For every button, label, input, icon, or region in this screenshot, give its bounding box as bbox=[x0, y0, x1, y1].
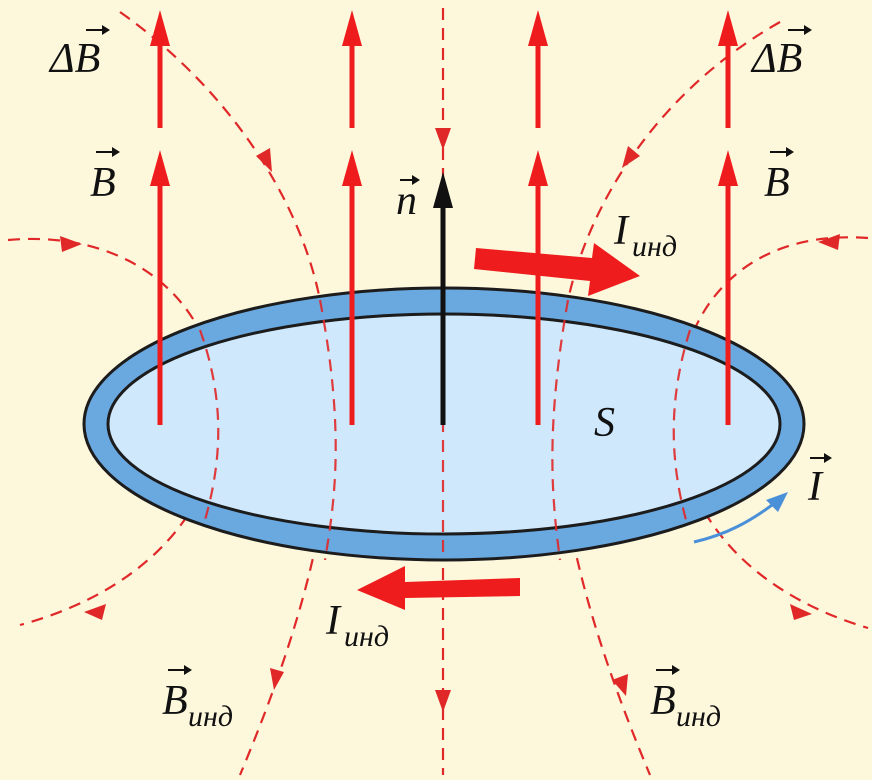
external-field-arrows bbox=[150, 10, 738, 425]
current-text: I bbox=[807, 464, 824, 510]
b-arrowhead-1-upper bbox=[150, 10, 170, 46]
b-ind-left-subscript: инд bbox=[188, 700, 233, 733]
b-arrowhead-4-lower bbox=[718, 150, 738, 186]
label-delta-b-right: ΔB bbox=[750, 25, 812, 82]
label-current: I bbox=[807, 453, 832, 510]
label-b-ind-left: B инд bbox=[162, 665, 233, 733]
arrowhead-left-outer-bottom bbox=[84, 604, 106, 620]
induced-current-arrows bbox=[357, 243, 640, 610]
b-arrowhead-4-upper bbox=[718, 10, 738, 46]
vector-tip-delta-b-right bbox=[804, 25, 812, 35]
label-b-right: B bbox=[764, 147, 794, 206]
arrowhead-right-inner-top bbox=[622, 146, 640, 168]
area-s-label: S bbox=[594, 400, 615, 446]
label-i-ind-bottom: I инд bbox=[325, 598, 389, 653]
current-direction-arrow bbox=[693, 500, 777, 544]
label-b-ind-right: B инд bbox=[650, 665, 721, 733]
label-normal: n bbox=[396, 175, 420, 224]
b-arrowhead-2-lower bbox=[342, 150, 362, 186]
arrowhead-left-inner-top bbox=[256, 148, 272, 172]
b-arrowhead-1-lower bbox=[150, 150, 170, 186]
arrowhead-left-outer-top bbox=[60, 236, 82, 252]
i-ind-bottom-subscript: инд bbox=[344, 620, 389, 653]
i-ind-top-subscript: инд bbox=[632, 230, 677, 263]
induced-field-arrowheads bbox=[60, 128, 840, 712]
through-ring-left-inner bbox=[318, 299, 337, 561]
b-arrowhead-3-upper bbox=[528, 10, 548, 46]
through-ring-right-outer bbox=[672, 329, 692, 521]
vector-tip-b-left bbox=[112, 147, 120, 157]
b-ind-right-subscript: инд bbox=[676, 700, 721, 733]
vector-tip-b-right bbox=[786, 147, 794, 157]
vector-tip-b-ind-right bbox=[672, 665, 680, 675]
induced-current-arrow-top bbox=[474, 243, 640, 296]
arrowhead-center-top bbox=[435, 128, 451, 150]
arrowhead-right-outer-bottom bbox=[790, 604, 812, 620]
current-direction-arrowhead bbox=[766, 492, 788, 512]
b-ind-right-text: B bbox=[650, 678, 676, 724]
i-ind-bottom-text: I bbox=[325, 598, 342, 644]
vector-tip-n bbox=[412, 175, 420, 185]
through-ring-right-inner bbox=[551, 299, 570, 561]
b-arrowhead-2-upper bbox=[342, 10, 362, 46]
vector-tip-i bbox=[824, 453, 832, 463]
delta-b-right-text: ΔB bbox=[750, 36, 802, 82]
b-ind-left-text: B bbox=[162, 678, 188, 724]
normal-vector-arrow bbox=[433, 172, 453, 425]
delta-b-left-text: ΔB bbox=[48, 36, 100, 82]
arrowhead-right-inner-bottom bbox=[612, 674, 628, 696]
arrowhead-right-outer-top bbox=[818, 234, 840, 250]
label-delta-b-left: ΔB bbox=[48, 25, 110, 82]
b-arrowhead-3-lower bbox=[528, 150, 548, 186]
normal-text: n bbox=[396, 178, 417, 224]
vector-tip-delta-b-left bbox=[102, 25, 110, 35]
induced-field-line-right-outer bbox=[675, 236, 869, 630]
label-b-left: B bbox=[90, 147, 120, 206]
b-right-text: B bbox=[764, 160, 790, 206]
i-ind-top-text: I bbox=[613, 208, 630, 254]
label-i-ind-top: I инд bbox=[613, 208, 677, 263]
induced-current-arrow-bottom bbox=[357, 566, 520, 610]
arrowhead-center-bottom bbox=[435, 690, 451, 712]
arrowhead-left-inner-bottom bbox=[270, 668, 284, 690]
b-left-text: B bbox=[90, 160, 116, 206]
normal-arrowhead bbox=[433, 172, 453, 208]
vector-tip-b-ind-left bbox=[184, 665, 192, 675]
through-ring-left-outer bbox=[198, 329, 220, 521]
